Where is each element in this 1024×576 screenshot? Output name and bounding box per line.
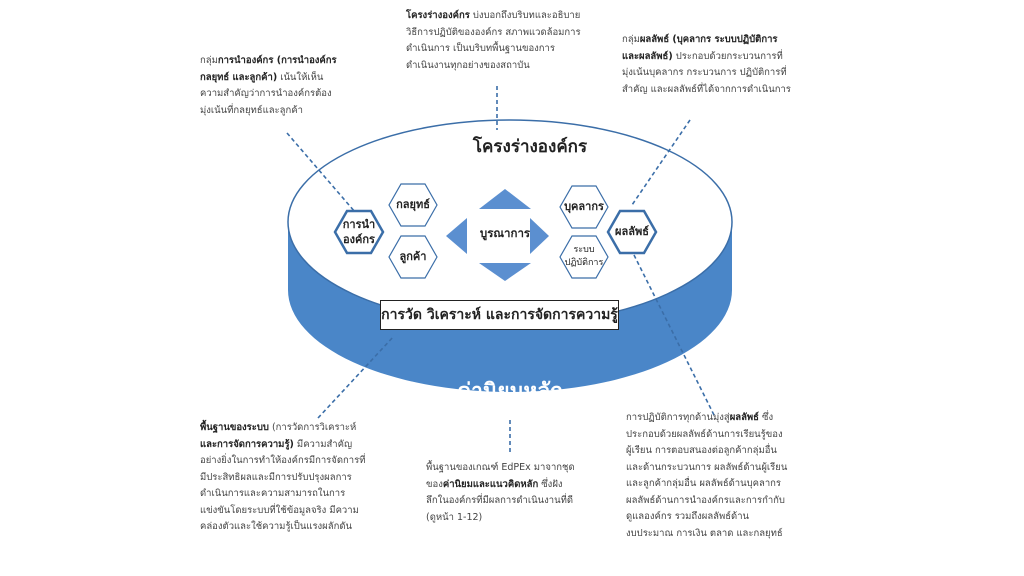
organizational-profile-title: โครงร่างองค์กร — [472, 137, 588, 157]
note-core-values: พื้นฐานของเกณฑ์ EdPEx มาจากชุด ของค่านิย… — [426, 460, 601, 526]
arrow-left — [446, 218, 467, 254]
note-profile-line3: ดำเนินการ เป็นบริบทพื้นฐานของการ — [406, 43, 555, 54]
note-leadership-after: เน้นให้เห็น — [277, 71, 324, 83]
cylinder-side — [288, 222, 732, 392]
note-focus-line1: ประกอบด้วยผลลัพธ์ด้านการเรียนรู้ของ — [626, 428, 783, 440]
hex-label-leadership: การนำ องค์กร — [341, 217, 377, 247]
note-focus-line2: ผู้เรียน การตอบสนองต่อลูกค้ากลุ่มอื่น — [626, 445, 777, 456]
note-system-foundation: พื้นฐานของระบบ (การวัดการวิเคราะห์ และกา… — [200, 420, 392, 536]
note-profile-line4: ดำเนินงานทุกอย่างของสถาบัน — [406, 59, 530, 71]
note-results-line1: มุ่งเน้นบุคลากร กระบวนการ ปฏิบัติการที่ — [622, 67, 787, 78]
hex-label-operations-line2: ปฏิบัติการ — [564, 258, 604, 268]
arrow-right — [530, 218, 549, 254]
note-results-triad: กลุ่มผลลัพธ์ (บุคลากร ระบบปฏิบัติการ และ… — [622, 32, 822, 98]
note-leadership-prefix: กลุ่ม — [200, 55, 218, 66]
note-foundation-after2: มีความสำคัญ — [293, 438, 353, 450]
note-organizational-profile: โครงร่างองค์กร บ่งบอกถึงบริบทและอธิบาย ว… — [406, 8, 606, 74]
note-values-line1: พื้นฐานของเกณฑ์ EdPEx มาจากชุด — [426, 462, 575, 473]
note-leadership-triad: กลุ่มการนำองค์กร (การนำองค์กร กลยุทธ์ แล… — [200, 53, 380, 119]
arrow-up — [479, 189, 531, 209]
hex-label-operations: ระบบ ปฏิบัติการ — [558, 244, 610, 270]
hex-label-operations-line1: ระบบ — [573, 245, 595, 255]
note-foundation-bold2: และการจัดการความรู้) — [200, 438, 294, 450]
note-foundation-line4: แข่งขันโดยระบบที่ใช้ข้อมูลจริง มีความ — [200, 504, 359, 516]
note-results-after: ประกอบด้วยกระบวนการที่ — [672, 50, 783, 62]
note-results-line2: สำคัญ และผลลัพธ์ที่ได้จากการดำเนินการ — [622, 83, 791, 95]
note-results-focus: การปฏิบัติการทุกด้านมุ่งสู่ผลลัพธ์ ซึ่ง … — [626, 410, 816, 542]
note-profile-bold: โครงร่างองค์กร — [406, 10, 470, 21]
hex-label-customers: ลูกค้า — [399, 250, 427, 263]
integration-label: บูรณาการ — [479, 226, 531, 240]
hex-label-strategy: กลยุทธ์ — [396, 198, 430, 211]
connector-results-triad — [631, 119, 691, 206]
hex-results — [606, 209, 658, 255]
measurement-analysis-box: การวัด วิเคราะห์ และการจัดการความรู้ — [380, 300, 619, 330]
note-profile-line1: บ่งบอกถึงบริบทและอธิบาย — [469, 10, 581, 21]
note-values-line3: (ดูหน้า 1-12) — [426, 511, 483, 523]
core-values-label: ค่านิยมหลัก — [457, 379, 563, 403]
note-leadership-line1: ความสำคัญว่าการนำองค์กรต้อง — [200, 88, 332, 99]
note-foundation-line1: อย่างยิ่งในการทำให้องค์กรมีการจัดการที่ — [200, 455, 366, 466]
hex-label-leadership-line1: การนำ — [342, 218, 376, 231]
hex-strategy — [388, 183, 438, 227]
note-focus-line7: งบประมาณ การเงิน ตลาด และกลยุทธ์ — [626, 527, 783, 539]
note-values-line2: ลึกในองค์กรที่มีผลการดำเนินงานที่ดี — [426, 495, 573, 506]
note-focus-after: ซึ่ง — [758, 412, 774, 423]
note-results-bold1: ผลลัพธ์ (บุคลากร ระบบปฏิบัติการ — [639, 34, 778, 45]
hex-operations — [559, 235, 609, 279]
hex-label-workforce: บุคลากร — [564, 200, 604, 213]
hex-workforce — [559, 185, 609, 229]
note-foundation-bold1: พื้นฐานของระบบ — [200, 422, 269, 433]
note-leadership-bold1: การนำองค์กร (การนำองค์กร — [217, 55, 337, 66]
note-leadership-bold2: กลยุทธ์ และลูกค้า) — [200, 71, 278, 83]
connector-foundation — [317, 335, 395, 419]
note-values-prefix: ของ — [426, 478, 443, 490]
note-focus-line5: ผลลัพธ์ด้านการนำองค์กรและการกำกับ — [626, 494, 785, 506]
note-foundation-line5: คล่องตัวและใช้ความรู้เป็นแรงผลักดัน — [200, 521, 352, 532]
note-values-bold: ค่านิยมและแนวคิดหลัก — [442, 478, 539, 490]
note-results-bold2: และผลลัพธ์) — [622, 50, 673, 62]
connector-leadership — [286, 132, 356, 213]
note-profile-line2: วิธีการปฏิบัติขององค์กร สภาพแวดล้อมการ — [406, 26, 581, 38]
arrow-down — [479, 263, 531, 281]
note-results-prefix: กลุ่ม — [622, 34, 640, 45]
note-focus-line4: และลูกค้ากลุ่มอื่น ผลลัพธ์ด้านบุคลากร — [626, 478, 782, 489]
note-foundation-after1: (การวัดการวิเคราะห์ — [268, 422, 357, 433]
hex-customers — [388, 235, 438, 279]
note-focus-bold: ผลลัพธ์ — [729, 412, 759, 423]
hex-label-results: ผลลัพธ์ — [615, 225, 649, 238]
note-foundation-line3: ดำเนินการและความสามารถในการ — [200, 488, 346, 499]
note-focus-prefix: การปฏิบัติการทุกด้านมุ่งสู่ — [626, 412, 730, 423]
hex-label-leadership-line2: องค์กร — [343, 233, 375, 246]
note-foundation-line2: มีประสิทธิผลและมีการปรับปรุงผลการ — [200, 471, 352, 483]
connector-results-focus — [633, 254, 715, 416]
note-leadership-line2: มุ่งเน้นที่กลยุทธ์และลูกค้า — [200, 104, 303, 116]
note-values-after: ซึ่งฝัง — [538, 478, 563, 490]
hex-leadership — [333, 209, 385, 255]
note-focus-line3: และด้านกระบวนการ ผลลัพธ์ด้านผู้เรียน — [626, 461, 788, 473]
note-focus-line6: ดูแลองค์กร รวมถึงผลลัพธ์ด้าน — [626, 511, 750, 522]
